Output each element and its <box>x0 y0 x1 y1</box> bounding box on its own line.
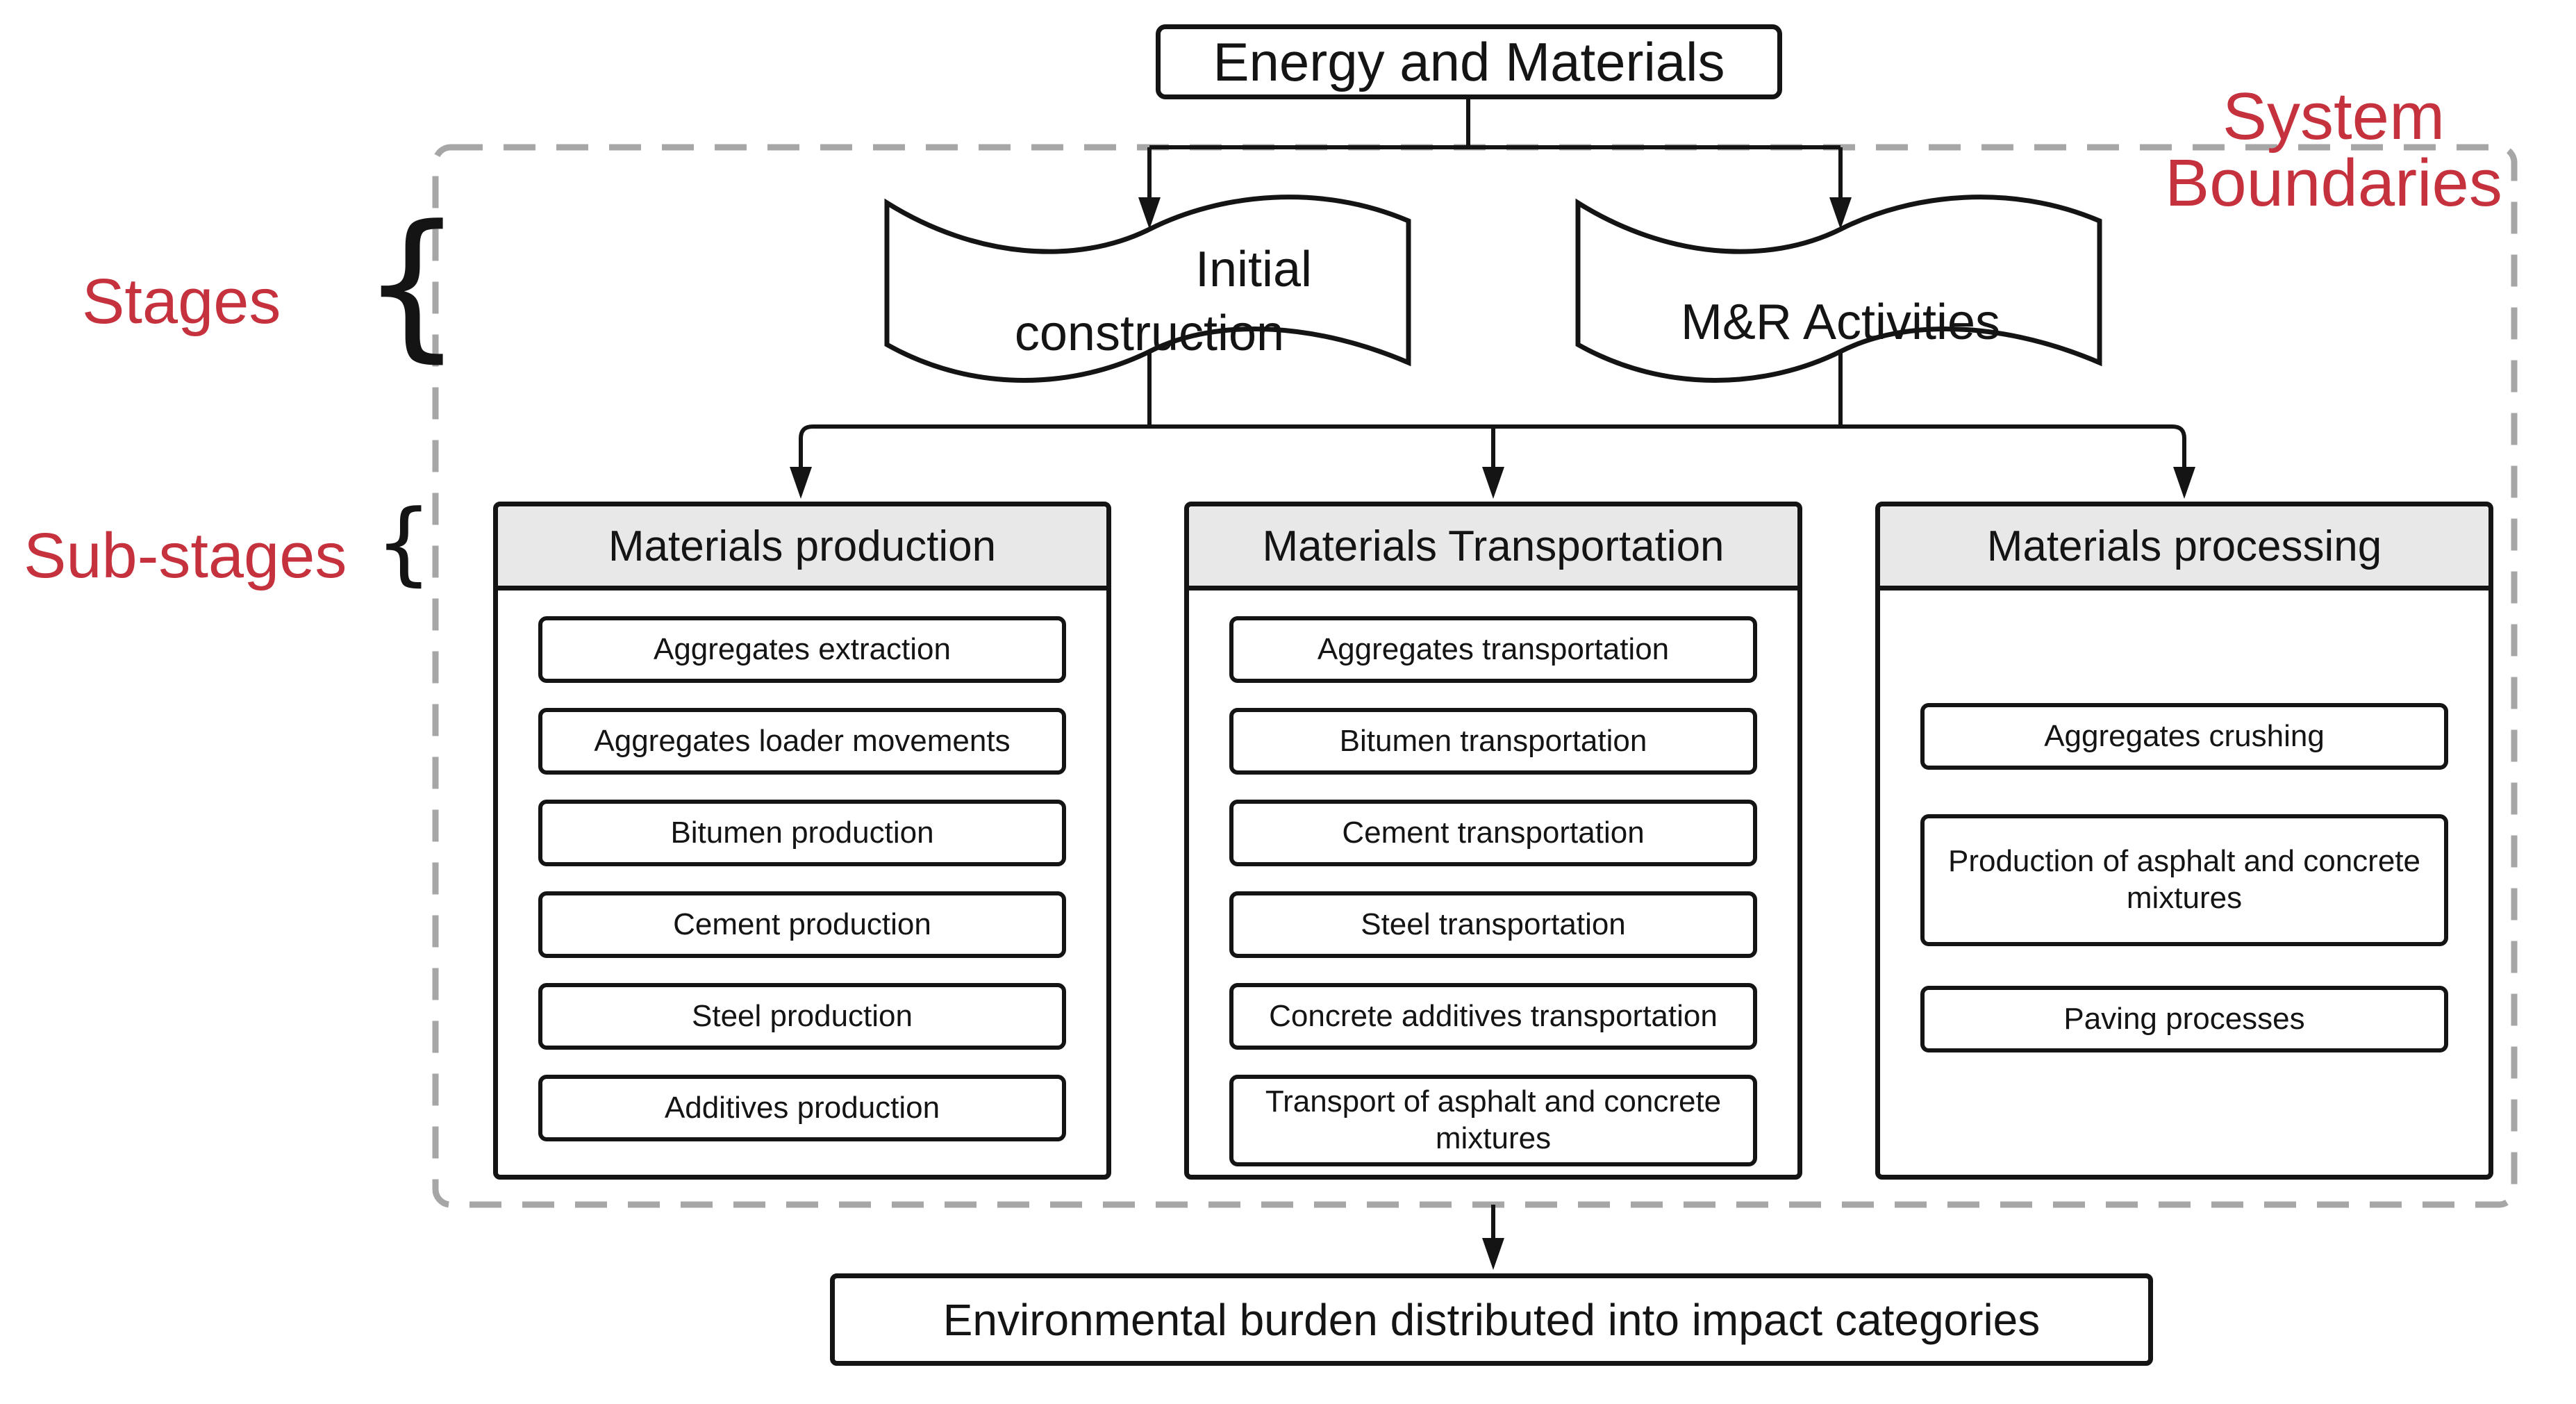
environmental-burden-result-node: Environmental burden distributed into im… <box>830 1273 2153 1366</box>
materials-transportation-body: Aggregates transportation Bitumen transp… <box>1189 590 1797 1166</box>
list-item: Concrete additives transportation <box>1229 983 1757 1050</box>
stage-initial-construction-line2: construction <box>1014 306 1285 361</box>
materials-production-body: Aggregates extraction Aggregates loader … <box>498 590 1106 1141</box>
arrow-to-mr-activities <box>1829 197 1852 229</box>
list-item: Aggregates crushing <box>1920 703 2448 770</box>
materials-production-header: Materials production <box>498 506 1106 590</box>
initial-construction-tape-shape <box>884 195 1411 383</box>
stages-to-substages-connector <box>799 353 2186 471</box>
arrow-to-result <box>1482 1238 1504 1270</box>
stage-initial-construction-line1: Initial <box>1195 242 1313 297</box>
arrow-to-materials-transportation <box>1482 467 1504 499</box>
arrow-to-materials-processing <box>2173 467 2195 499</box>
energy-and-materials-node: Energy and Materials <box>1156 24 1782 99</box>
root-to-stages-connector <box>1147 99 1843 200</box>
list-item: Aggregates loader movements <box>538 708 1066 775</box>
list-item: Steel production <box>538 983 1066 1050</box>
arrow-to-materials-production <box>790 467 812 499</box>
list-item: Cement transportation <box>1229 800 1757 866</box>
list-item: Production of asphalt and concrete mixtu… <box>1920 814 2448 946</box>
substages-label: Sub-stages <box>24 520 347 591</box>
materials-transportation-header: Materials Transportation <box>1189 506 1797 590</box>
stages-label: Stages <box>82 266 281 337</box>
arrow-to-initial-construction <box>1138 197 1161 229</box>
list-item: Bitumen production <box>538 800 1066 866</box>
list-item: Bitumen transportation <box>1229 708 1757 775</box>
list-item: Transport of asphalt and concrete mixtur… <box>1229 1075 1757 1166</box>
list-item: Aggregates extraction <box>538 616 1066 683</box>
materials-processing-header: Materials processing <box>1880 506 2488 590</box>
materials-production-column: Materials production Aggregates extracti… <box>493 502 1111 1180</box>
mr-activities-tape-shape <box>1575 195 2102 383</box>
list-item: Paving processes <box>1920 986 2448 1052</box>
system-boundaries-line2: Boundaries <box>2165 146 2502 220</box>
system-boundaries-label: System Boundaries <box>2111 83 2556 217</box>
materials-processing-body: Aggregates crushing Production of asphal… <box>1880 590 2488 1052</box>
stages-brace: { <box>361 192 463 377</box>
materials-processing-column: Materials processing Aggregates crushing… <box>1875 502 2493 1180</box>
system-boundaries-line1: System <box>2222 79 2445 154</box>
list-item: Steel transportation <box>1229 891 1757 958</box>
list-item: Aggregates transportation <box>1229 616 1757 683</box>
materials-transportation-column: Materials Transportation Aggregates tran… <box>1184 502 1802 1180</box>
stage-initial-construction: Initial construction <box>899 238 1399 365</box>
list-item: Additives production <box>538 1075 1066 1141</box>
list-item: Cement production <box>538 891 1066 958</box>
stage-mr-activities: M&R Activities <box>1680 295 2001 350</box>
substages-brace: { <box>375 490 433 595</box>
